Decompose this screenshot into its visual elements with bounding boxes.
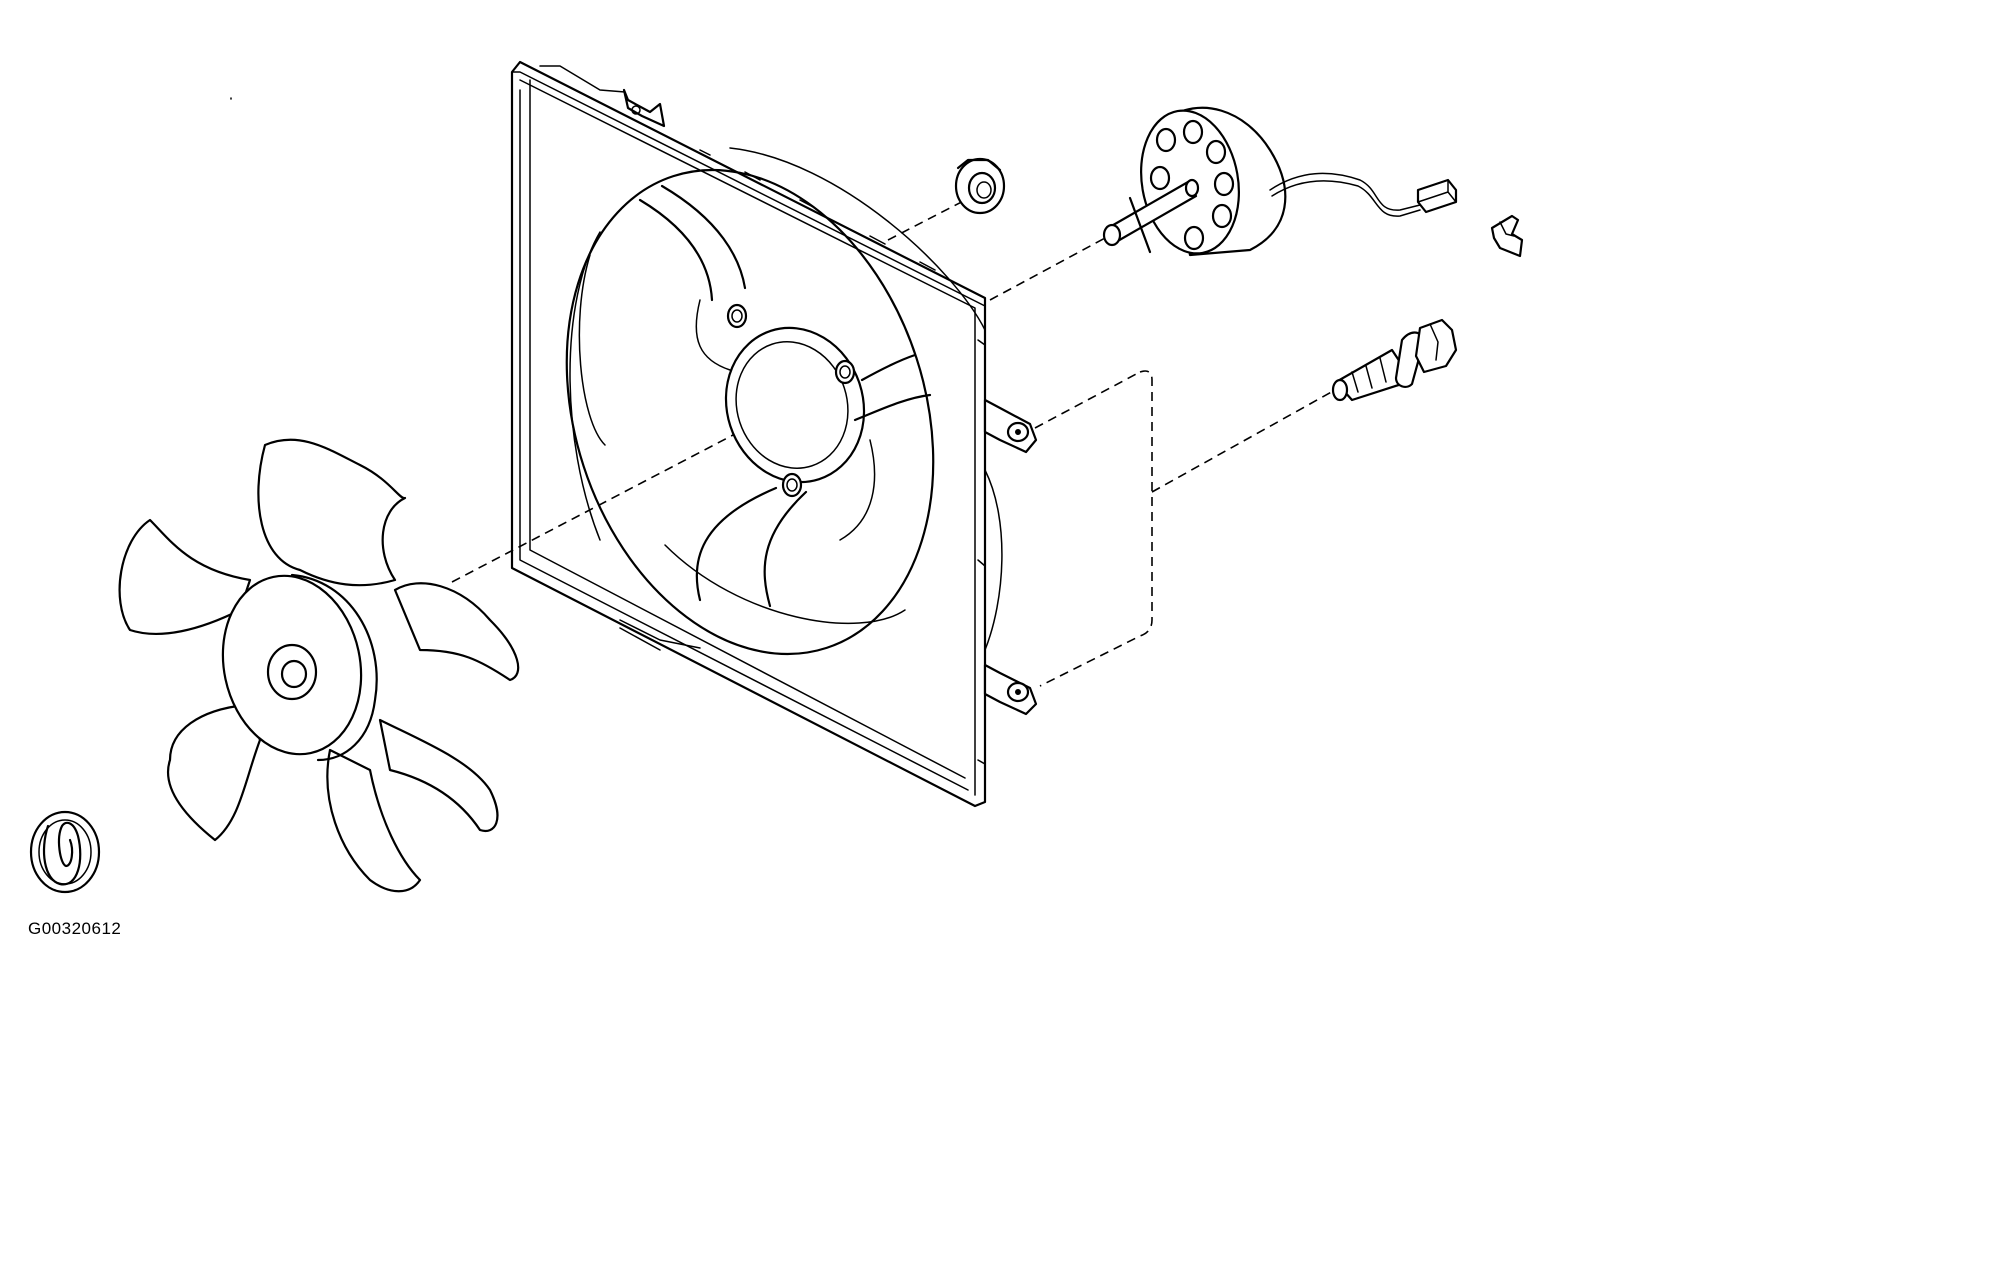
- cooling-fan-blade: [118, 438, 520, 893]
- flange-nut: [954, 157, 1006, 215]
- circular-arrow-icon: [29, 810, 101, 894]
- motor-connector: [1416, 178, 1458, 214]
- exploded-view-diagram: [29, 60, 1524, 894]
- fan-shroud: [510, 60, 1038, 808]
- fan-motor: [1102, 106, 1421, 257]
- figure-id-label: G00320612: [28, 919, 122, 938]
- mounting-bolt: [1331, 318, 1458, 402]
- connector-clip: [1490, 214, 1524, 258]
